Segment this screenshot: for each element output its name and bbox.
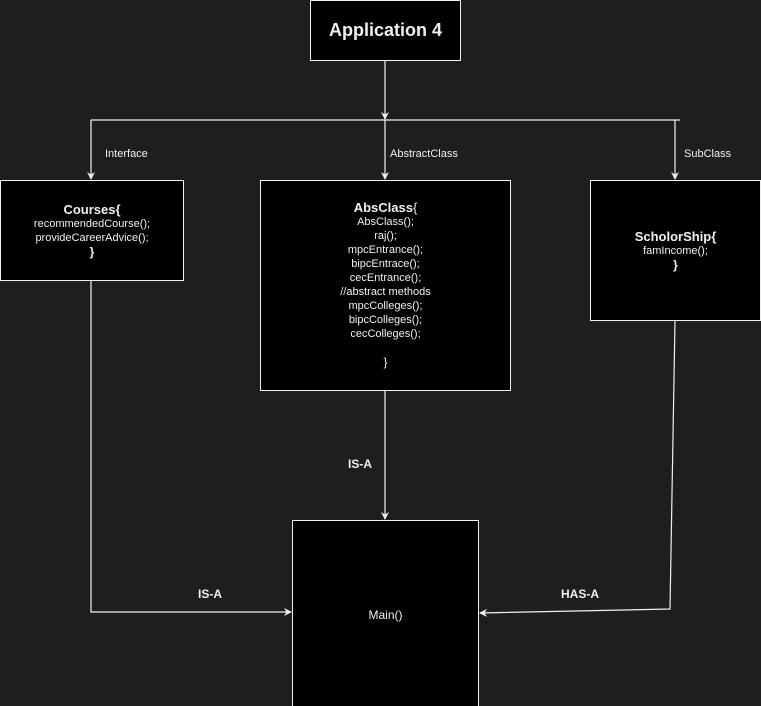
courses-title: Courses{	[63, 202, 120, 217]
edge-label-has-a: HAS-A	[561, 587, 599, 601]
absclass-title-brace: {	[412, 200, 418, 215]
edge-label-abstract-class: AbstractClass	[390, 148, 458, 160]
edge-label-is-a-left: IS-A	[198, 587, 222, 601]
absclass-comment: //abstract methods	[340, 286, 431, 298]
absclass-node: AbsClass{ AbsClass(); raj(); mpcEntrance…	[260, 180, 511, 391]
scholarship-title-brace: {	[711, 228, 717, 244]
courses-title-brace: {	[115, 201, 121, 217]
edge-scholarship-to-main	[479, 320, 676, 617]
scholarship-method: famIncome();	[643, 244, 708, 257]
absclass-member: mpcEntrance();	[347, 244, 424, 256]
courses-node: Courses{ recommendedCourse(); provideCar…	[0, 180, 184, 281]
absclass-title-text: AbsClass	[353, 200, 413, 215]
scholarship-node: ScholorShip{ famIncome(); }	[590, 180, 761, 321]
absclass-close-brace: }	[383, 355, 388, 369]
courses-method: recommendedCourse();	[33, 217, 151, 230]
courses-method: provideCareerAdvice();	[35, 231, 149, 244]
absclass-title: AbsClass{	[354, 200, 418, 215]
edge-label-interface: Interface	[105, 148, 148, 160]
absclass-member: bipcEntrace();	[351, 258, 420, 270]
scholarship-title: ScholorShip{	[635, 229, 717, 244]
main-label: Main()	[368, 608, 403, 622]
absclass-member: mpcColleges();	[348, 300, 423, 312]
edge-label-sub-class: SubClass	[684, 148, 732, 160]
courses-close-brace: }	[89, 244, 95, 259]
absclass-member: cecColleges();	[350, 328, 421, 340]
edge-label-is-a-center: IS-A	[348, 457, 372, 471]
courses-title-text: Courses	[63, 201, 116, 217]
absclass-member: AbsClass();	[357, 216, 414, 228]
main-node: Main()	[292, 520, 479, 706]
absclass-member: cecEntrance();	[349, 272, 422, 284]
application-node: Application 4	[310, 0, 461, 61]
edge-courses-to-main	[90, 281, 292, 616]
application-title: Application 4	[328, 20, 442, 40]
scholarship-close-brace: }	[673, 257, 678, 272]
scholarship-title-text: ScholorShip	[634, 228, 712, 244]
absclass-member: bipcColleges();	[348, 314, 423, 326]
absclass-member: raj();	[374, 230, 397, 242]
